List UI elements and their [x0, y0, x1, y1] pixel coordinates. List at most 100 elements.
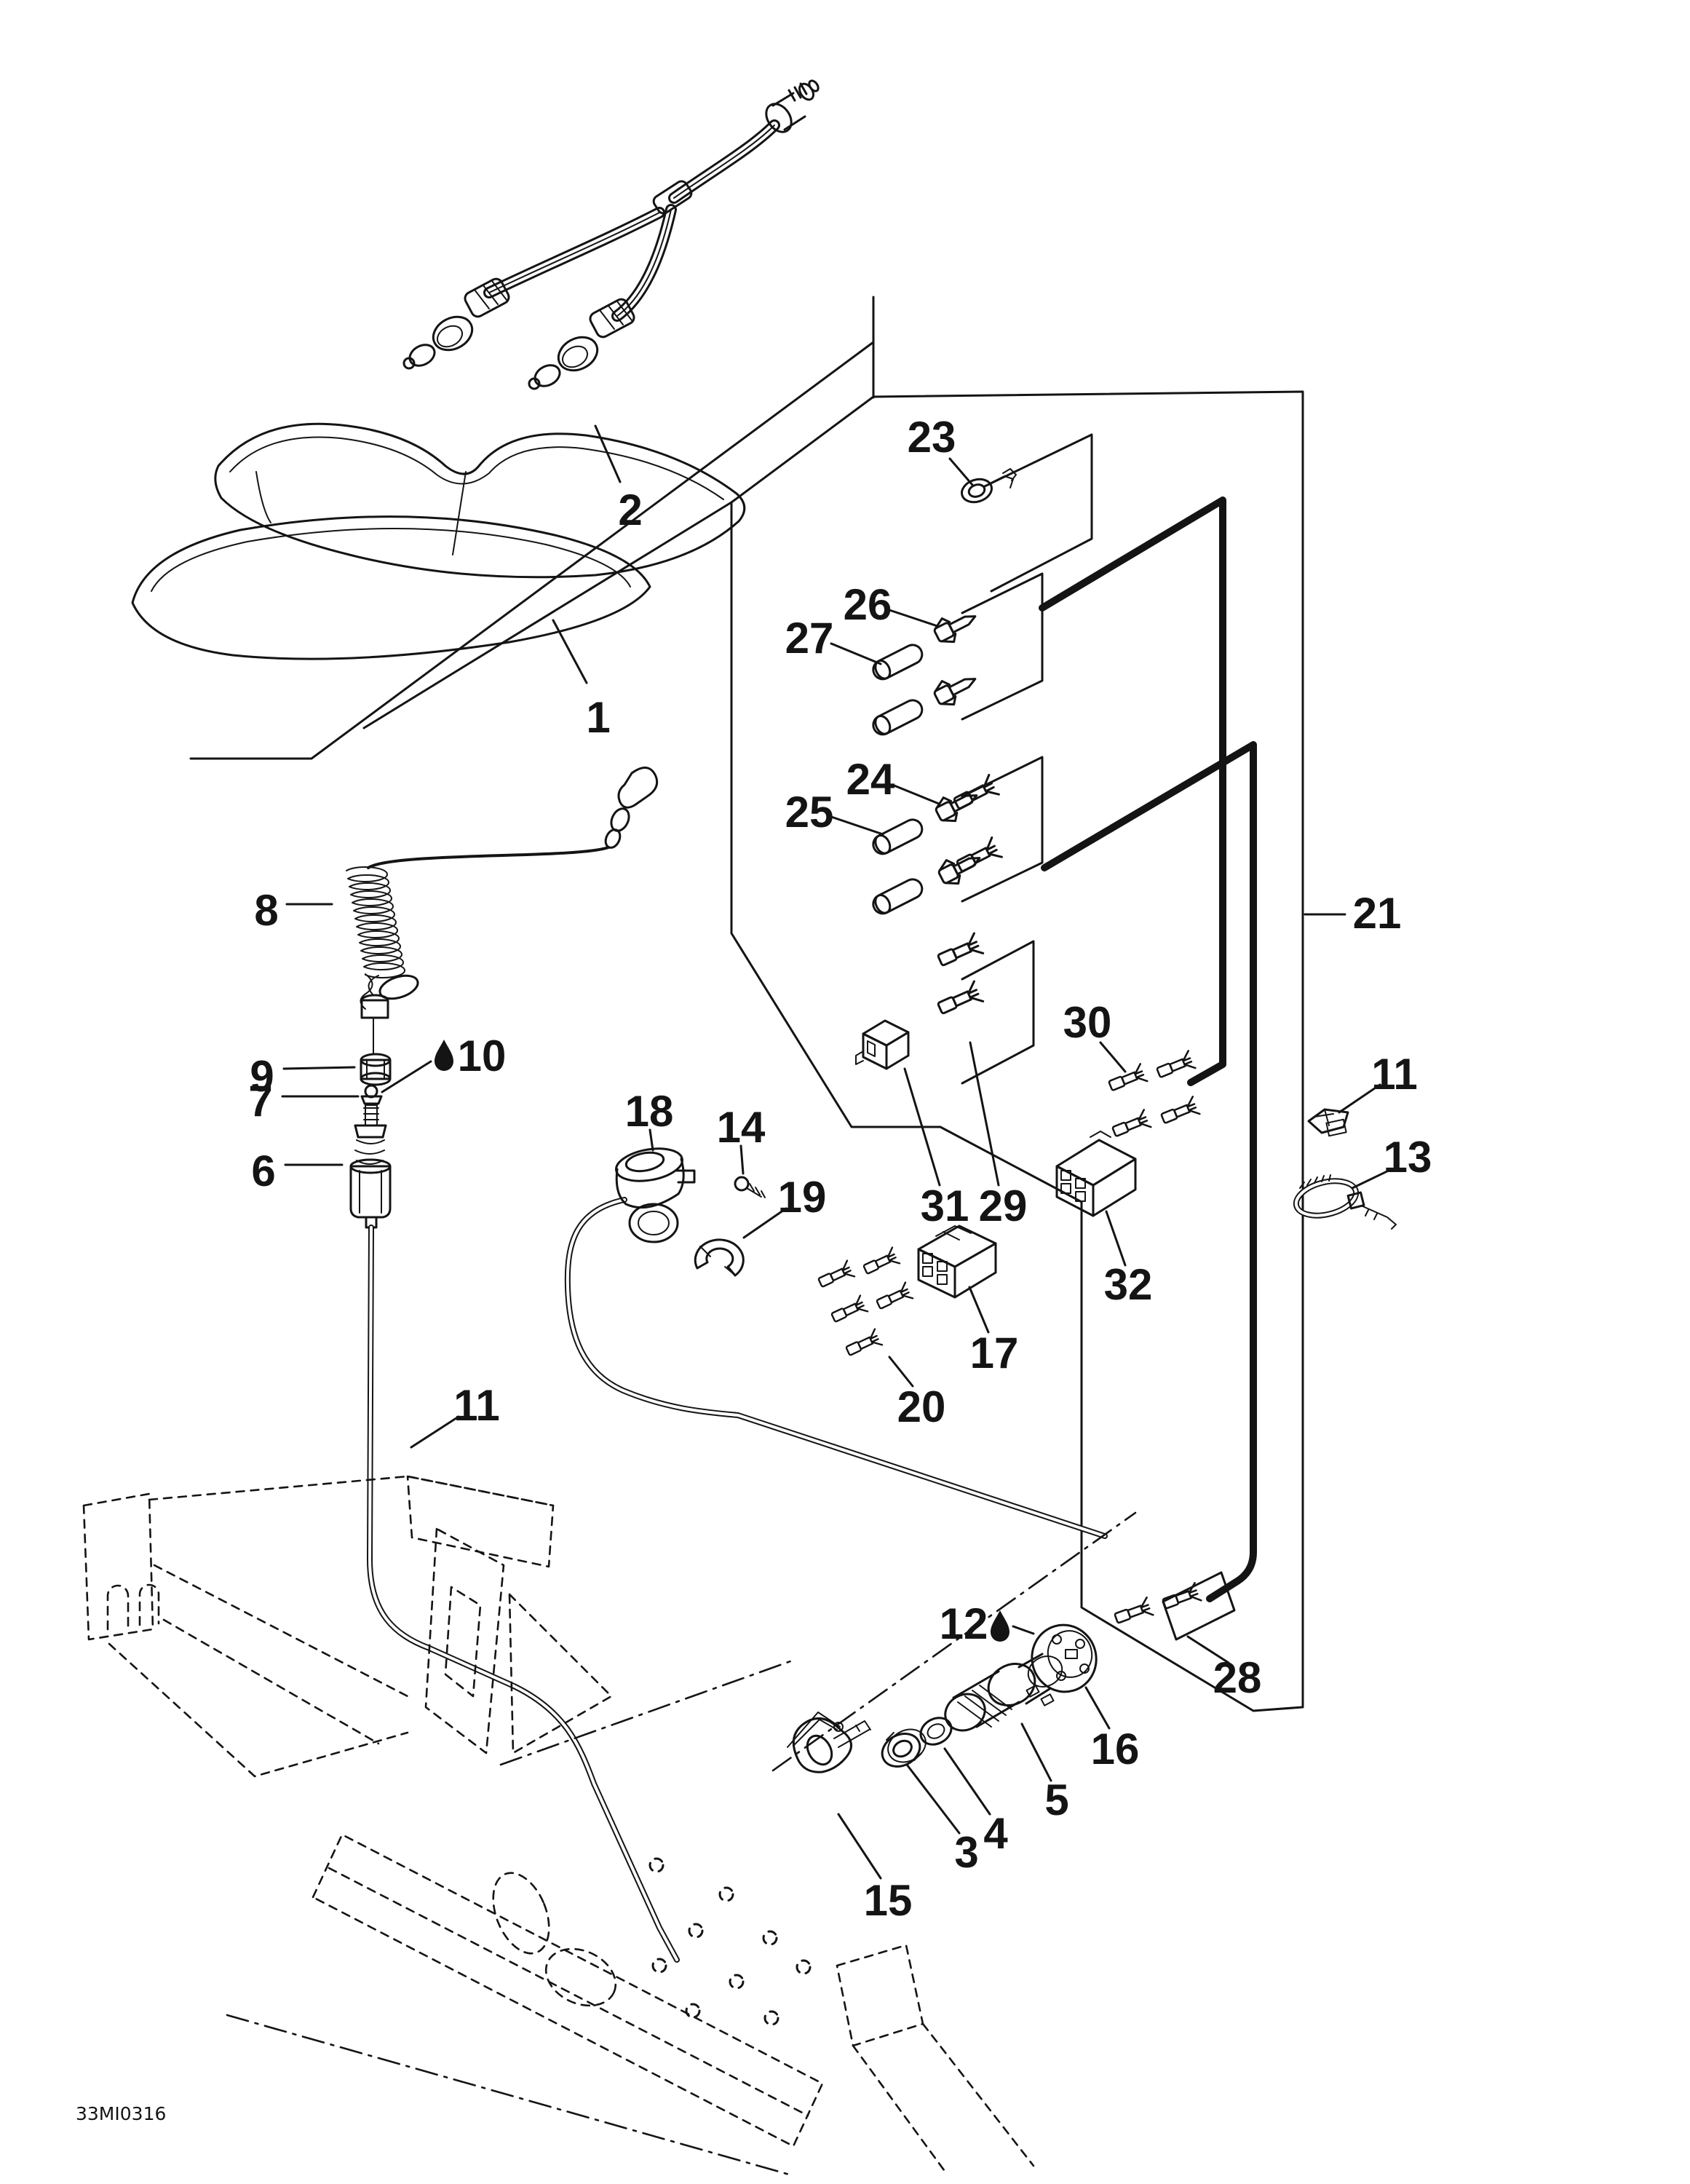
leader-line: [948, 457, 974, 486]
callout-label: 31: [921, 1182, 969, 1230]
leader-line: [1338, 1083, 1381, 1114]
headlight-lens-inner: [151, 527, 631, 592]
callout-label: 25: [785, 788, 834, 836]
callout-9: 9: [250, 1052, 356, 1101]
leader-line: [837, 1813, 882, 1880]
callout-16: 16: [1084, 1686, 1139, 1773]
tether-cap-disc: [378, 974, 419, 1000]
headlight-reflector-inner: [229, 436, 724, 500]
accessory-socket-group: [564, 1147, 1108, 1539]
tether-hook: [617, 767, 659, 809]
tether-cord-assembly: [346, 767, 680, 1963]
leader-line: [742, 1207, 788, 1239]
construction-lines: [189, 296, 1304, 1712]
callout-25: 25: [785, 788, 884, 836]
harness-detail-panel-outline: [730, 390, 1304, 1712]
headlight-lens-outer: [131, 515, 651, 660]
callout-label: 7: [248, 1077, 272, 1125]
connection-shelves: [961, 433, 1236, 1641]
centerline: [771, 1511, 1137, 1772]
callout-label: 30: [1063, 998, 1112, 1047]
callout-label: 9: [250, 1052, 274, 1101]
leader-line: [410, 1415, 460, 1449]
callout-32: 32: [1104, 1210, 1153, 1309]
callout-label: 17: [970, 1329, 1019, 1377]
leader-line: [903, 1067, 941, 1187]
callout-label: 24: [846, 755, 895, 804]
leader-line: [1099, 1041, 1127, 1073]
callout-31: 31: [903, 1067, 969, 1230]
leader-line: [648, 1128, 654, 1152]
headlight-assembly: [131, 422, 746, 660]
ring-terminal-23: [960, 468, 1017, 504]
callout-14: 14: [717, 1103, 766, 1175]
callout-label: 15: [864, 1876, 913, 1925]
callout-13: 13: [1351, 1133, 1432, 1190]
screw-14: [734, 1176, 766, 1198]
socket-cover-tab: [675, 1169, 696, 1184]
tether-cap: [360, 994, 389, 1019]
connector-cap-16: [1031, 1623, 1098, 1693]
callout-label: 5: [1044, 1776, 1068, 1824]
terminal-group-20: [815, 1246, 914, 1361]
callout-3: 3: [905, 1763, 979, 1877]
callout-1: 1: [552, 619, 611, 742]
callout-11-left: 11: [410, 1381, 500, 1449]
frame-bolt-holes: [648, 1857, 812, 2026]
callout-label: 8: [254, 886, 278, 935]
callout-label: 18: [625, 1087, 674, 1136]
callout-24: 24: [846, 755, 940, 805]
lubricant-drop-icon: [433, 1038, 455, 1072]
switch-seal-7: [360, 1084, 383, 1105]
connector-32: [1055, 1131, 1137, 1217]
leader-line: [891, 783, 940, 805]
callout-19: 19: [742, 1173, 827, 1239]
callout-label: 32: [1104, 1260, 1153, 1309]
headlight-crease-lines: [255, 471, 467, 555]
callout-label: 3: [954, 1828, 978, 1877]
callout-label: 29: [979, 1182, 1028, 1230]
callout-label: 11: [453, 1381, 499, 1430]
key-15: [792, 1717, 871, 1773]
headlight-reflector-outer: [214, 422, 746, 579]
tether-switch-6: [349, 1104, 392, 1229]
retainer-clip: [787, 1712, 844, 1748]
callout-4: 4: [943, 1747, 1008, 1858]
callout-label: 28: [1213, 1653, 1262, 1702]
callout-label: 27: [785, 614, 834, 662]
callout-26: 26: [844, 580, 939, 629]
callout-15: 15: [837, 1813, 913, 1925]
bulb-sockets: [402, 277, 635, 390]
lubricant-drop-icon: [989, 1609, 1011, 1643]
callout-label: 20: [897, 1382, 946, 1431]
leader-line: [905, 1763, 961, 1835]
sheet-code: 33MI0316: [76, 2103, 166, 2124]
switch-bushing-9: [360, 1053, 392, 1086]
callout-21: 21: [1304, 889, 1402, 938]
leader-line: [1084, 1686, 1111, 1730]
cable-tie-13: [1293, 1174, 1397, 1230]
callout-2: 2: [594, 424, 643, 534]
callout-label: 23: [908, 413, 956, 462]
leader-line: [1020, 1722, 1052, 1782]
callout-label: 2: [618, 486, 642, 534]
callout-label: 21: [1353, 889, 1402, 938]
leader-line: [282, 1066, 356, 1070]
callout-11-right: 11: [1338, 1050, 1418, 1114]
panel-left-lead-line: [362, 501, 733, 729]
leader-line: [830, 815, 884, 836]
leader-line: [969, 1041, 1000, 1187]
callout-label: 4: [983, 1809, 1008, 1858]
callout-18: 18: [625, 1087, 674, 1152]
callout-28: 28: [1186, 1635, 1262, 1702]
bulb-socket-left: [402, 277, 510, 370]
callout-7: 7: [248, 1077, 360, 1125]
leader-line: [888, 609, 939, 628]
leader-line: [594, 424, 622, 483]
callout-label: 19: [778, 1173, 827, 1222]
leader-line: [381, 1060, 432, 1093]
callout-label: 11: [1371, 1050, 1417, 1099]
leader-line: [830, 642, 882, 665]
callout-label: 10: [458, 1032, 507, 1080]
